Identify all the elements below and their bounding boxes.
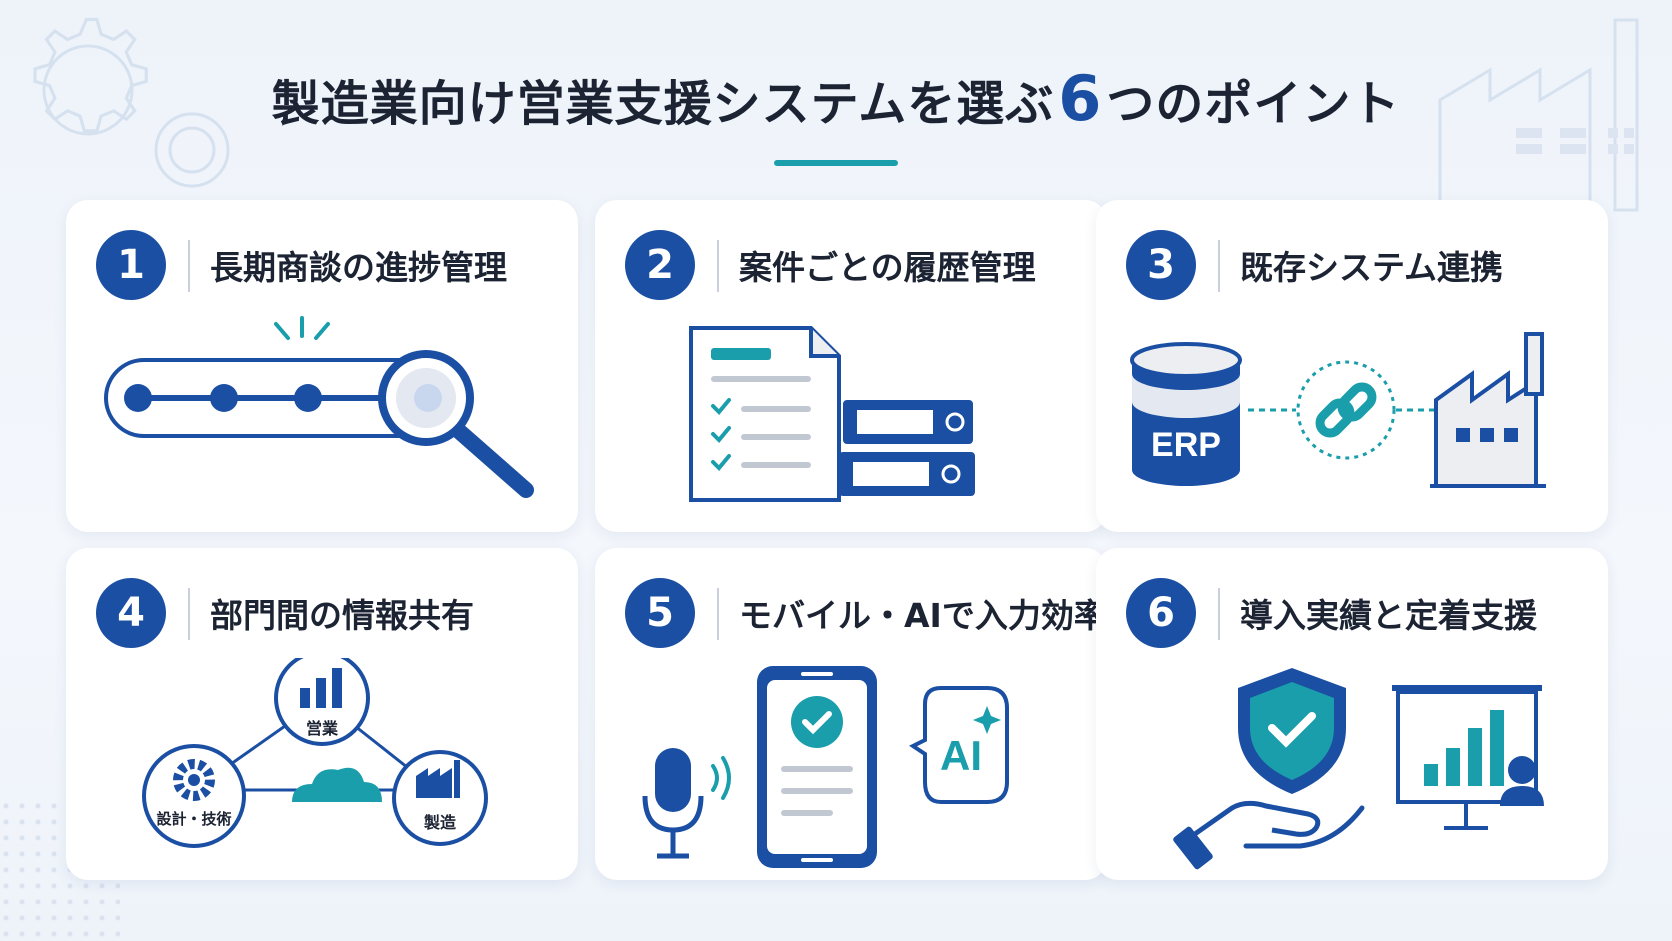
title-underline xyxy=(774,160,898,166)
sales-label: 営業 xyxy=(306,719,339,738)
divider xyxy=(717,240,719,292)
point-title: モバイル・AIで入力効率化 xyxy=(739,596,1140,635)
divider xyxy=(1218,240,1220,292)
erp-link-factory-icon: ERP xyxy=(1130,332,1546,488)
point-number-badge: 2 xyxy=(625,230,695,300)
point-number-badge: 1 xyxy=(96,230,166,300)
point-title: 導入実績と定着支援 xyxy=(1240,596,1537,635)
document-binder-icon xyxy=(689,326,975,502)
erp-label: ERP xyxy=(1151,426,1221,464)
progress-search-icon xyxy=(104,316,534,498)
mobile-ai-icon: AI xyxy=(642,666,1009,868)
divider xyxy=(188,588,190,640)
point-card-3: 3 既存システム連携 ERP xyxy=(1096,200,1608,532)
support-shield-presentation-icon xyxy=(1173,668,1544,870)
point-number-badge: 6 xyxy=(1126,578,1196,648)
point-title: 既存システム連携 xyxy=(1240,248,1504,287)
manufacturing-label: 製造 xyxy=(423,813,457,832)
point-title: 部門間の情報共有 xyxy=(210,596,474,635)
divider xyxy=(1218,588,1220,640)
point-card-5: 5 モバイル・AIで入力効率化 AI xyxy=(595,548,1140,880)
divider xyxy=(188,240,190,292)
design-label: 設計・技術 xyxy=(156,810,231,828)
point-card-6: 6 導入実績と定着支援 xyxy=(1096,548,1608,880)
point-card-4: 4 部門間の情報共有 営業 設計・技術 製造 xyxy=(66,548,578,880)
point-number-badge: 5 xyxy=(625,578,695,648)
divider xyxy=(717,588,719,640)
ai-label: AI xyxy=(940,732,982,779)
department-network-icon: 営業 設計・技術 製造 xyxy=(142,658,488,848)
factory-decoration-icon xyxy=(1438,18,1639,212)
point-title: 案件ごとの履歴管理 xyxy=(739,248,1036,287)
point-card-2: 2 案件ごとの履歴管理 xyxy=(595,200,1107,532)
page-title: 製造業向け営業支援システムを選ぶ6つのポイント xyxy=(271,62,1401,135)
point-title: 長期商談の進捗管理 xyxy=(210,248,507,287)
point-number-badge: 3 xyxy=(1126,230,1196,300)
gear-decoration-icon xyxy=(33,17,230,188)
point-card-1: 1 長期商談の進捗管理 xyxy=(66,200,578,532)
point-number-badge: 4 xyxy=(96,578,166,648)
